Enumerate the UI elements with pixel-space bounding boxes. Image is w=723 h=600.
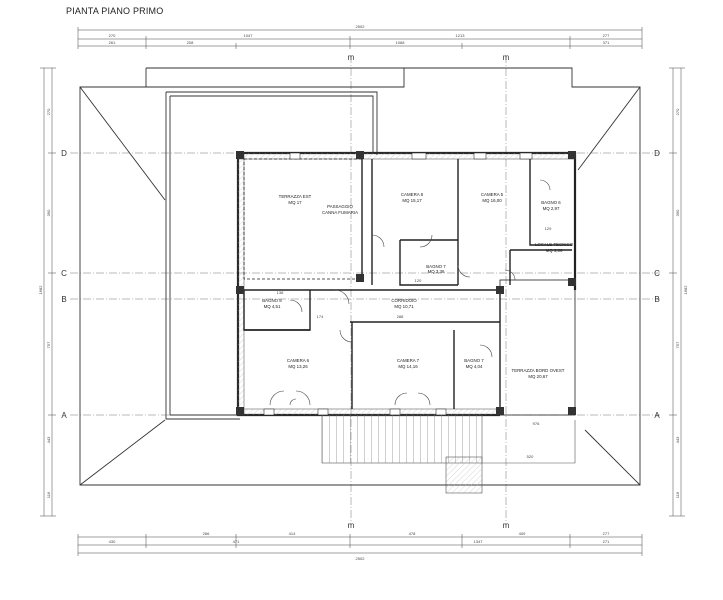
room-terrazza-ovest-area: MQ 20,67 (528, 374, 548, 379)
room-terrazza-ovest-name: TERRAZZA BORD OVEST (512, 368, 565, 373)
dim-bot-r2-0: 430 (109, 539, 116, 544)
dim-left-0: 270 (46, 108, 51, 115)
room-camera5-area: MQ 16,00 (482, 198, 502, 203)
room-bagno8-area: MQ 4,51 (264, 304, 281, 309)
dim-top-r1-3: 277 (603, 33, 610, 38)
dim-left-5: 116 (46, 491, 51, 498)
room-labels: TERRAZZA EST MQ 17 PASSAGGIO CANNA FUMAR… (262, 192, 573, 379)
dim-right-3: 1682 (683, 285, 688, 295)
door-swings (269, 179, 551, 406)
window-markers (263, 152, 533, 416)
room-terrazza-nord-area: MQ 17 (288, 200, 302, 205)
inner-dim-3: 976 (533, 421, 540, 426)
dim-top-r1-0: 270 (109, 33, 116, 38)
dim-bot-r1-0: 266 (203, 531, 210, 536)
dim-bot-r2-3: 271 (603, 539, 610, 544)
dim-right-0: 270 (675, 108, 680, 115)
axis-label-b-left: B (61, 295, 66, 304)
dim-top-r1-1: 1047 (244, 33, 254, 38)
room-camera8-name: CAMERA 8 (401, 192, 424, 197)
room-corridoio-name: CORRIDOIO (391, 298, 417, 303)
room-camera6-name: CAMERA 6 (287, 358, 310, 363)
dim-left-4: 443 (46, 436, 51, 443)
external-stairs (321, 414, 576, 494)
dim-bot-r1-1: 414 (289, 531, 296, 536)
dim-right-2: 757 (675, 341, 680, 348)
interior-walls (243, 158, 572, 415)
dim-bot-r2-1: 471 (233, 539, 240, 544)
dim-right-1: 390 (675, 209, 680, 216)
dim-top-r2-0: 261 (109, 40, 116, 45)
dim-left-2: 757 (46, 341, 51, 348)
axis-label-c-left: C (61, 269, 67, 278)
dim-right-4: 443 (675, 436, 680, 443)
drawing-title: PIANTA PIANO PRIMO (66, 6, 164, 16)
side-dimension-lines (40, 67, 685, 517)
axis-label-c-right: C (654, 269, 660, 278)
room-terrazza-nord-name: TERRAZZA EST (279, 194, 312, 199)
room-camera8-area: MQ 15,17 (402, 198, 422, 203)
dim-top-r2-1: 208 (187, 40, 194, 45)
dim-top-total: 2502 (356, 24, 366, 29)
inner-dim-1: 174 (317, 314, 324, 319)
axis-label-n-bottom: m (503, 521, 510, 530)
top-dimension-lines (77, 27, 643, 49)
room-bagno8-name: BAGNO 8 (262, 298, 282, 303)
axis-label-a-right: A (654, 411, 660, 420)
inner-dim-4: 129 (545, 226, 552, 231)
axis-label-m-top: m (348, 53, 355, 62)
room-camera7-name: CAMERA 7 (397, 358, 420, 363)
room-bagno-c-name: BAGNO 7 (426, 264, 446, 269)
axis-label-b-right: B (654, 295, 659, 304)
dim-bot-r1-3: 409 (519, 531, 526, 536)
dim-bot-r1-2: 478 (409, 531, 416, 536)
room-bagno7-area: MQ 4,04 (466, 364, 483, 369)
room-bagno6-area: MQ 2,97 (543, 206, 560, 211)
room-bagno7-name: BAGNO 7 (464, 358, 484, 363)
room-bagno6-name: BAGNO 6 (541, 200, 561, 205)
dim-right-5: 116 (675, 491, 680, 498)
room-corridoio-area: MQ 10,71 (394, 304, 414, 309)
room-camera7-area: MQ 14,16 (398, 364, 418, 369)
room-locale-tecnico-area: MQ 3,86 (546, 248, 563, 253)
inner-dim-5: 520 (527, 454, 534, 459)
inner-dimensions: 138 174 288 976 129 520 120 (277, 226, 552, 459)
room-passaggio-name: PASSAGGIO (327, 204, 353, 209)
dim-bot-r2-2: 1347 (474, 539, 484, 544)
axis-label-n-top: m (503, 53, 510, 62)
inner-dim-2: 288 (397, 314, 404, 319)
bottom-dimension-lines (77, 534, 643, 556)
dim-top-r2-3: 371 (603, 40, 610, 45)
dim-left-1: 390 (46, 209, 51, 216)
inner-dim-0: 138 (277, 290, 284, 295)
room-passaggio-sub: CANNA FUMARIA (322, 210, 358, 215)
room-locale-tecnico-name: LOCALE TECNICO (535, 242, 574, 247)
axis-label-a-left: A (61, 411, 67, 420)
room-camera6-area: MQ 13,26 (288, 364, 308, 369)
dim-bot-r1-4: 277 (603, 531, 610, 536)
dim-top-r2-2: 1068 (396, 40, 406, 45)
axis-label-d-left: D (61, 149, 67, 158)
axis-label-m-bottom: m (348, 521, 355, 530)
inner-dim-6: 120 (415, 278, 422, 283)
room-bagno-c-area: MQ 3,36 (428, 269, 445, 274)
dim-bot-total: 2502 (356, 556, 366, 561)
dim-left-3: 1682 (38, 285, 43, 295)
axis-label-d-right: D (654, 149, 660, 158)
dim-top-r1-2: 1213 (456, 33, 466, 38)
room-camera5-name: CAMERA 5 (481, 192, 504, 197)
structural-pillars (236, 151, 576, 415)
roof-outline (79, 67, 641, 486)
